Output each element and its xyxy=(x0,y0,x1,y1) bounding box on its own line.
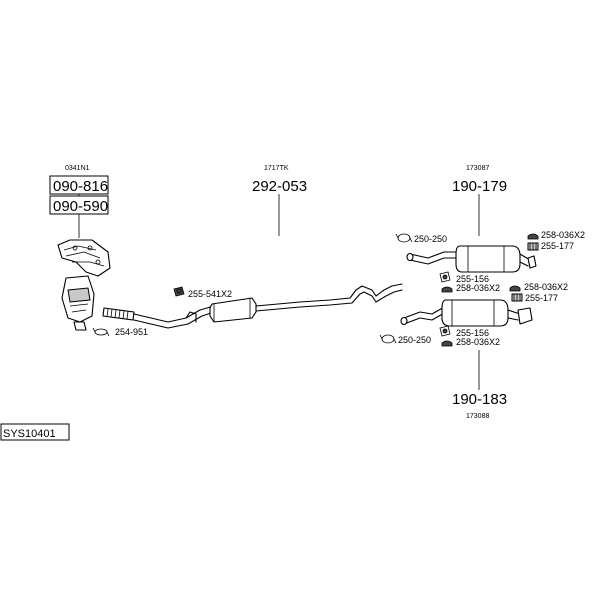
front-pipe xyxy=(102,305,215,329)
fitting-label[interactable]: 258-036X2 xyxy=(456,283,500,293)
fitting-label[interactable]: 258-036X2 xyxy=(456,337,500,347)
hanger-icon[interactable] xyxy=(439,325,451,337)
hanger-icon[interactable] xyxy=(439,271,451,283)
clamp-icon[interactable] xyxy=(379,334,397,344)
clamp-icon[interactable] xyxy=(527,242,539,251)
fitting-label[interactable]: 255-177 xyxy=(541,241,574,251)
rear-lower-ref: 173088 xyxy=(466,413,489,420)
fitting-label[interactable]: 258-036X2 xyxy=(524,282,568,292)
rear-upper-part[interactable]: 190-179 xyxy=(452,178,507,195)
hanger-icon[interactable] xyxy=(173,286,185,297)
fitting-label[interactable]: 255-156 xyxy=(456,274,489,284)
rubber-mount-icon[interactable] xyxy=(441,286,453,293)
fitting-label[interactable]: 250-250 xyxy=(398,335,431,345)
system-code: SYS10401 xyxy=(3,428,56,440)
clamp-icon[interactable] xyxy=(395,233,413,243)
manifold-part-1[interactable]: 090-816 xyxy=(53,178,108,195)
rubber-mount-icon[interactable] xyxy=(527,233,539,240)
fitting-label[interactable]: 255-156 xyxy=(456,328,489,338)
fitting-label[interactable]: 255-177 xyxy=(525,293,558,303)
middle-silencer xyxy=(209,297,257,323)
fitting-label[interactable]: 255-541X2 xyxy=(188,289,232,299)
rubber-mount-icon[interactable] xyxy=(441,340,453,347)
clamp-icon[interactable] xyxy=(511,293,523,302)
fitting-label[interactable]: 250-250 xyxy=(414,234,447,244)
system-code-box xyxy=(0,423,70,441)
rear-upper-ref: 173087 xyxy=(466,165,489,172)
fitting-label[interactable]: 258-036X2 xyxy=(541,230,585,240)
rear-silencer-lower xyxy=(400,299,533,327)
middle-ref: 1717TK xyxy=(264,165,289,172)
rubber-mount-icon[interactable] xyxy=(509,285,521,292)
rear-silencer-upper xyxy=(406,245,537,273)
manifold-ref: 0341N1 xyxy=(65,165,90,172)
clamp-icon[interactable] xyxy=(92,327,110,337)
tail-pipe-middle xyxy=(255,283,403,312)
exhaust-manifold xyxy=(57,239,111,277)
middle-part[interactable]: 292-053 xyxy=(252,178,307,195)
fitting-label[interactable]: 254-951 xyxy=(115,327,148,337)
catalytic-converter xyxy=(61,275,95,331)
manifold-part-2[interactable]: 090-590 xyxy=(53,198,108,215)
rear-lower-part[interactable]: 190-183 xyxy=(452,391,507,408)
